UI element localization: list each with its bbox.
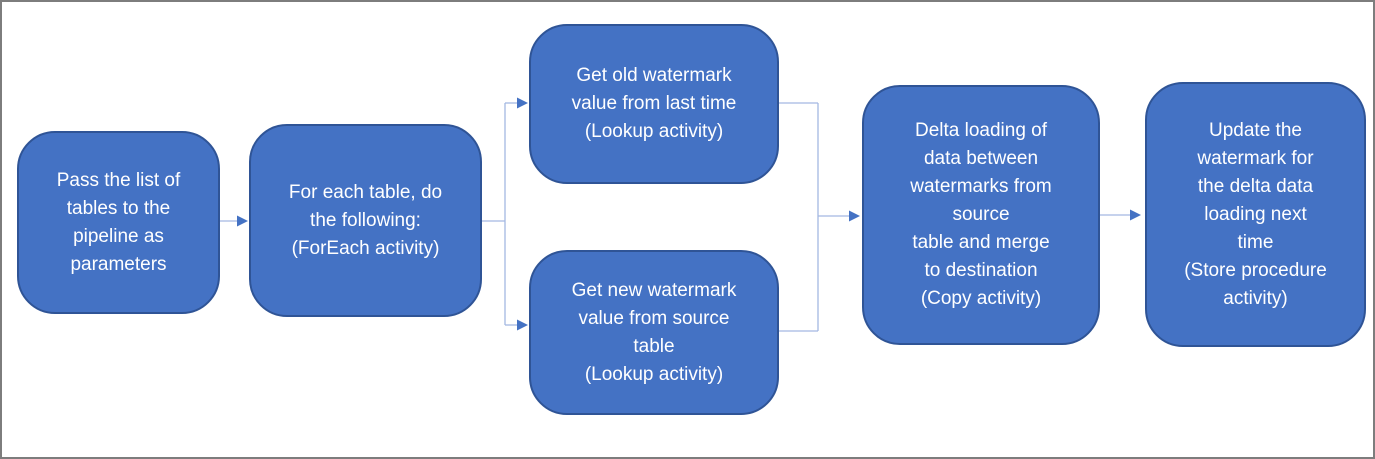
node-delta-load: Delta loading of data between watermarks…: [862, 85, 1100, 345]
node-get-old-watermark: Get old watermark value from last time (…: [529, 24, 779, 184]
node-pass-list: Pass the list of tables to the pipeline …: [17, 131, 220, 314]
arrowhead-icon: [517, 319, 528, 331]
connector-delta-to-update: [1100, 209, 1141, 221]
node-label: Get old watermark value from last time (…: [571, 65, 737, 142]
node-label: Pass the list of tables to the pipeline …: [56, 169, 181, 275]
connector-pass-list-to-foreach: [220, 215, 248, 227]
arrowhead-icon: [1130, 209, 1141, 221]
node-get-new-watermark: Get new watermark value from source tabl…: [529, 250, 779, 415]
arrowhead-icon: [849, 210, 860, 222]
node-label: Update the watermark for the delta data …: [1184, 119, 1327, 309]
connector-foreach-branch: [482, 97, 528, 331]
node-update-watermark: Update the watermark for the delta data …: [1145, 82, 1366, 347]
node-label: For each table, do the following: (ForEa…: [288, 181, 443, 259]
node-foreach: For each table, do the following: (ForEa…: [249, 124, 482, 317]
arrowhead-icon: [517, 97, 528, 109]
node-label: Delta loading of data between watermarks…: [910, 120, 1052, 309]
connector-lookups-merge: [779, 102, 860, 332]
arrowhead-icon: [237, 215, 248, 227]
node-label: Get new watermark value from source tabl…: [571, 279, 737, 385]
